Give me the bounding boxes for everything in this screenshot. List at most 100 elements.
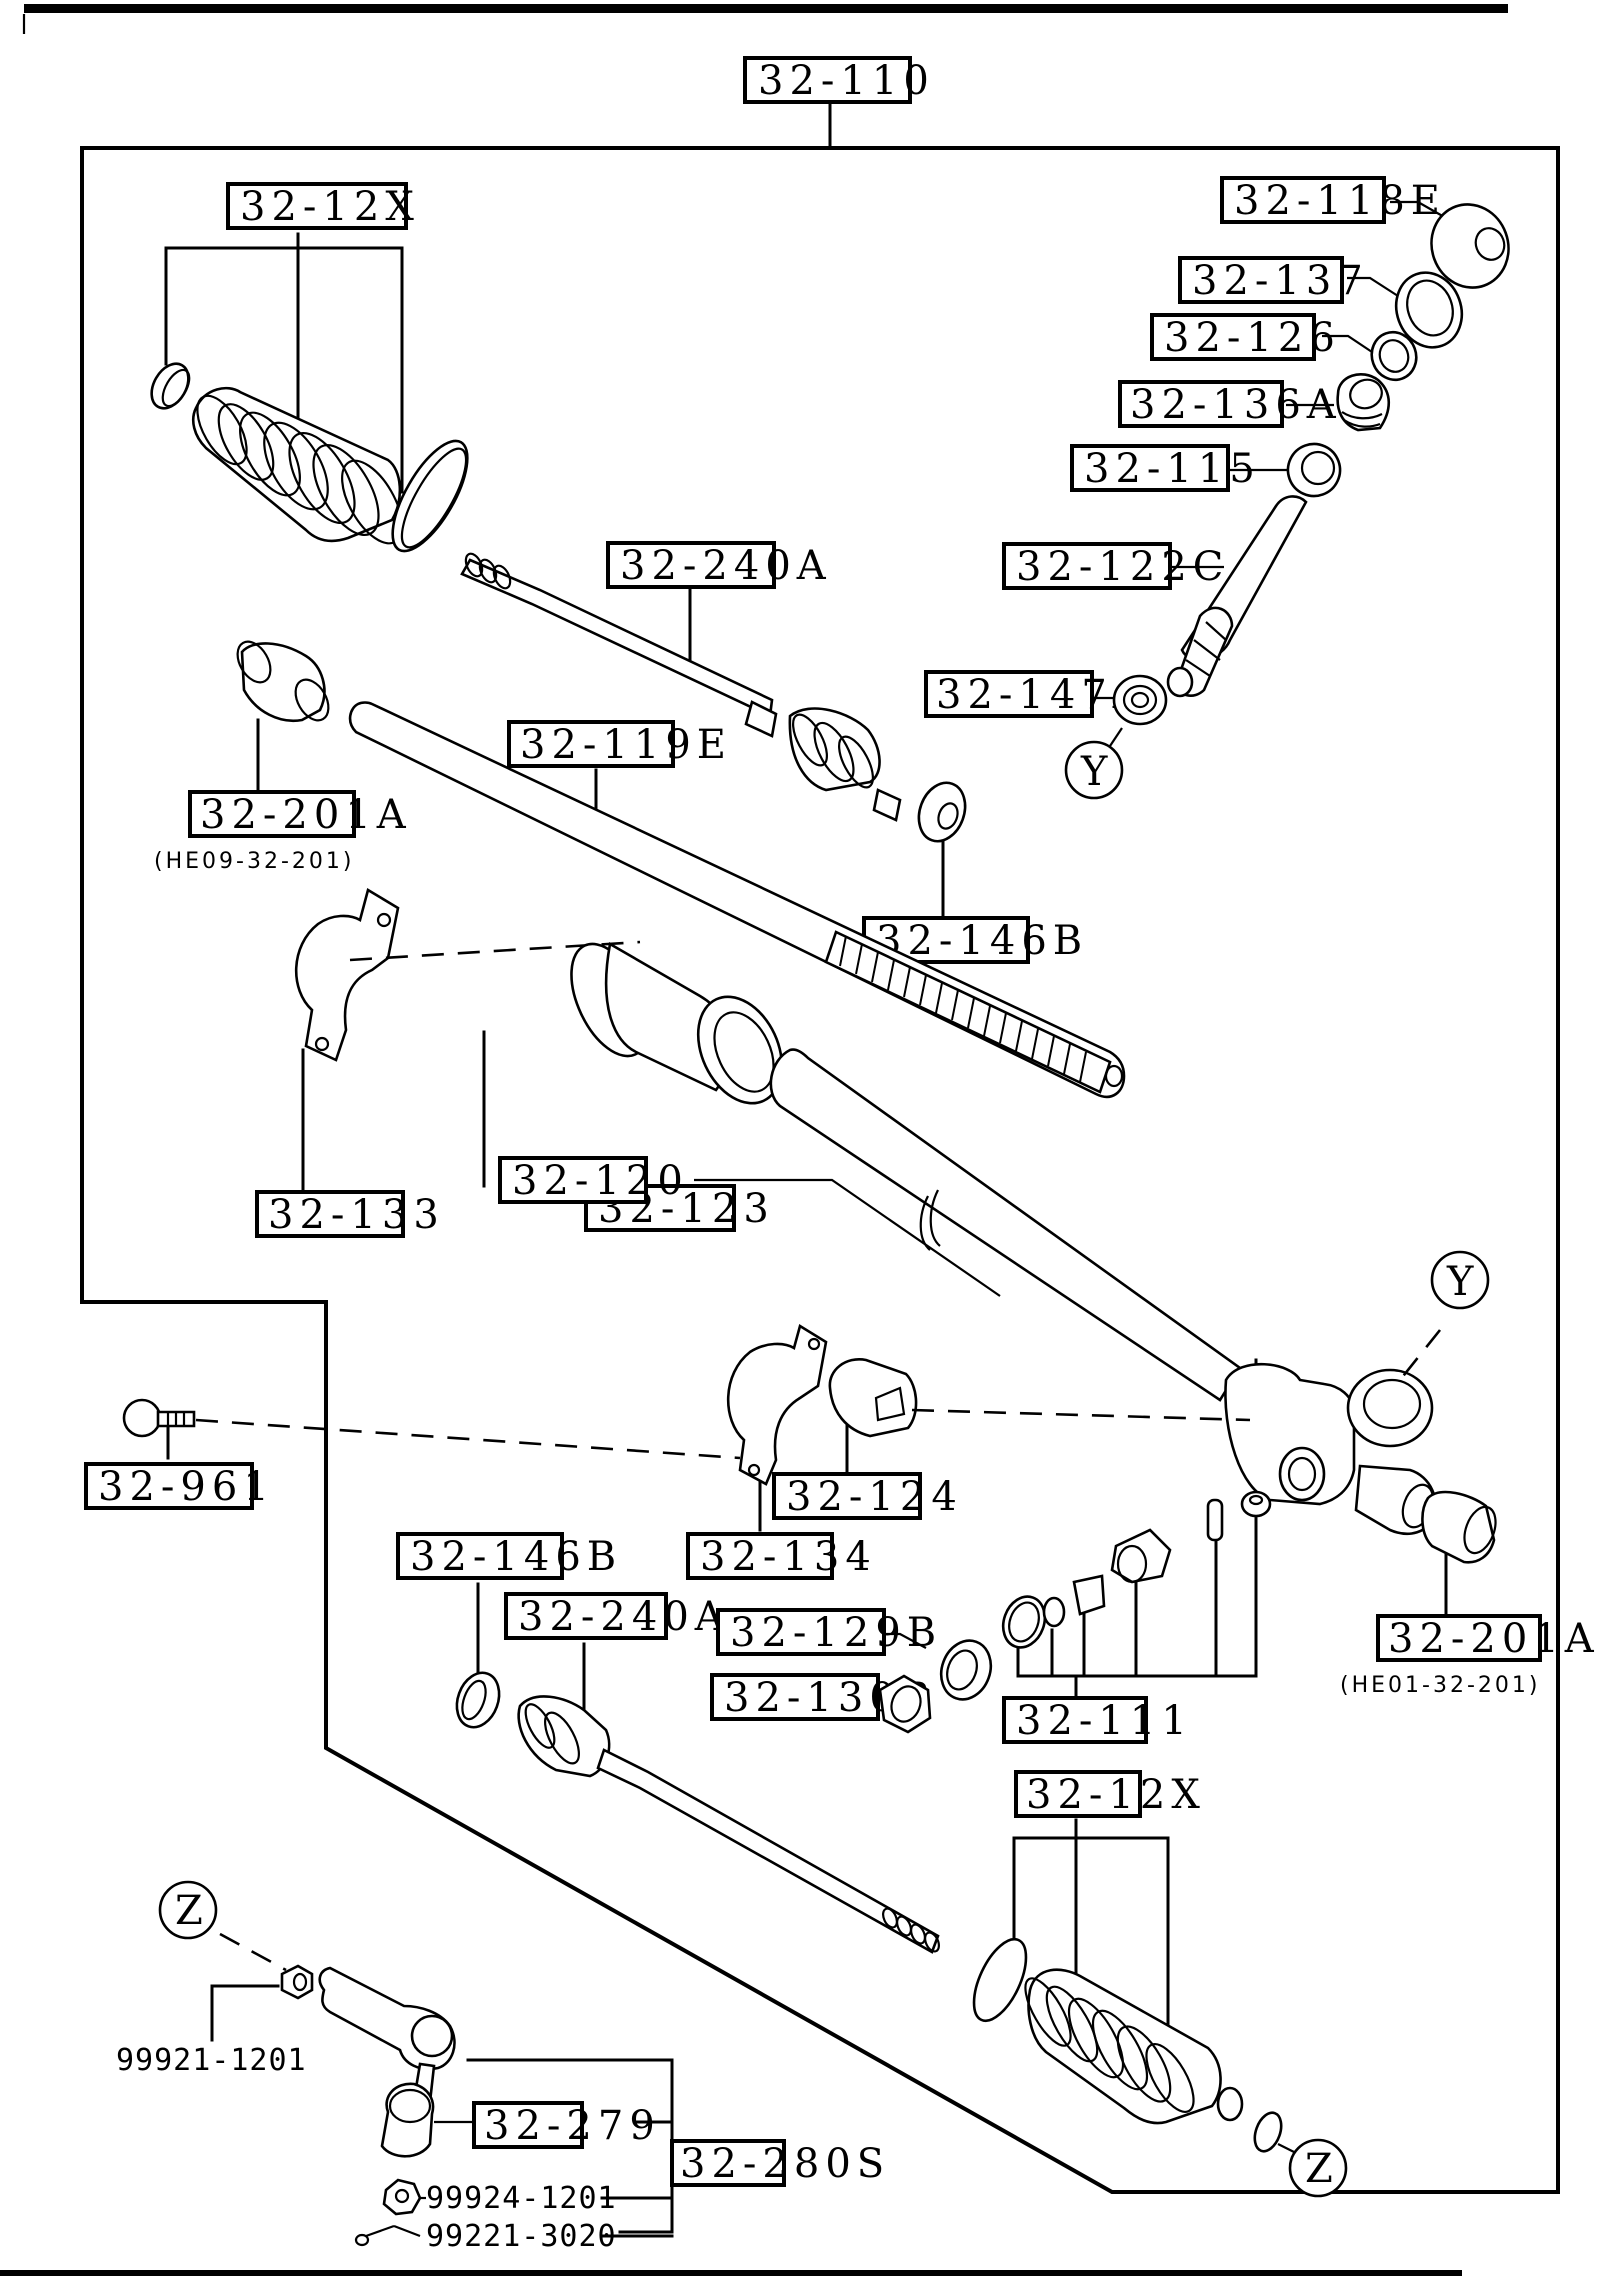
yoke-kit-parts [1001,1490,1272,1649]
label-32-126[interactable]: 32-126 [1150,313,1341,361]
boot-clamp-small-upper [150,362,191,410]
label-32-961[interactable]: 32-961 [84,1462,275,1510]
label-32-280s-tag[interactable]: 32-280S [670,2139,890,2187]
label-text: 32-201A [200,792,412,838]
label-32-147a[interactable]: 32-147A [924,670,1148,718]
rack-bar [348,701,1126,1099]
label-32-133[interactable]: 32-133 [255,1190,445,1238]
tie-rod-upper [460,552,902,822]
label-text: 32-119E [520,722,732,768]
label-text: 32-201A [1388,1616,1600,1662]
label-32-120[interactable]: 32-120 [498,1156,689,1204]
label-text: 32-147A [936,672,1148,718]
bottom-rule [0,2270,1462,2276]
label-32-201a-right-subtitle: (HE01-32-201) [1340,1673,1540,1698]
label-32-115[interactable]: 32-115 [1070,444,1261,492]
callout-z-right[interactable]: Z [1277,2138,1348,2198]
label-32-12x-lower[interactable]: 32-12X [1014,1770,1206,1818]
bolt-961 [122,1398,196,1438]
tie-rod-lower [517,1695,940,1954]
label-text: 32-12X [1026,1772,1206,1818]
label-32-201a-left[interactable]: 32-201A [188,790,412,838]
label-text: 32-133 [268,1192,445,1238]
callout-text: Y [1080,749,1108,795]
castle-nut-99924 [382,2178,422,2216]
label-text: 32-124 [786,1474,963,1520]
leader-118e [1390,200,1447,219]
label-text: 32-134 [700,1534,877,1580]
label-text: 32-126 [1164,315,1341,361]
bellows-boot-lower [1024,1968,1244,2125]
boot-band-large-upper [391,439,469,553]
bellows-boot-upper [192,386,403,545]
label-32-201a-left-subtitle: (HE09-32-201) [154,849,354,874]
leader-129b [886,1632,927,1649]
label-text: 32-146B [410,1534,622,1580]
label-32-110[interactable]: 32-110 [743,56,935,104]
label-32-124[interactable]: 32-124 [772,1472,963,1520]
label-32-134[interactable]: 32-134 [686,1532,877,1580]
label-32-129b[interactable]: 32-129B [716,1608,942,1656]
label-text: 32-110 [758,58,935,104]
mount-clamp-133 [294,887,400,1062]
label-text: 32-240A [620,543,832,589]
washer-146b-upper [917,781,967,843]
top-rule [24,4,1508,13]
label-32-12x-upper[interactable]: 32-12X [226,182,420,230]
dashline-961-134 [195,1418,741,1460]
label-text: 32-111 [1016,1698,1193,1744]
bushing-201a-left [236,640,330,723]
adjust-plug-129b [939,1639,993,1701]
label-99921-1201[interactable]: 99921-1201 [116,2043,307,2078]
label-32-146b-lower[interactable]: 32-146B [396,1532,622,1580]
label-text: 32-120 [512,1158,689,1204]
leader-280s [466,2058,674,2234]
callout-y-upper[interactable]: Y [1064,727,1124,800]
boot-band-large-lower [972,1937,1028,2023]
nut-99921 [280,1964,314,2000]
rack-teeth [839,935,1087,1083]
label-99221-3020[interactable]: 99221-3020 [426,2219,617,2254]
label-32-119e[interactable]: 32-119E [507,720,732,768]
assembly-frame [80,146,1560,2194]
callout-text: Z [1305,2146,1333,2192]
label-32-240a-lower[interactable]: 32-240A [504,1592,730,1640]
bearing-147a [1112,674,1168,726]
plug-136a [1336,373,1391,432]
bushing-201a-right [1421,1490,1497,1564]
label-text: 32-115 [1084,446,1261,492]
label-text: 32-146B [876,918,1088,964]
boot-clamp-small-lower [1253,2111,1283,2153]
washer-146b-lower [455,1671,501,1729]
callout-y-right[interactable]: Y [1398,1250,1490,1381]
label-32-111[interactable]: 32-111 [1002,1696,1193,1744]
rack-housing-tube [769,1048,1242,1402]
label-32-137[interactable]: 32-137 [1178,256,1369,304]
oil-seal-137 [1394,271,1464,349]
gear-housing [1224,1362,1437,1536]
label-text: 32-280S [680,2141,890,2187]
pinion-shaft-122c [1166,495,1308,698]
mount-rubber-124 [828,1358,918,1438]
leader-137 [1347,276,1399,297]
dashline-124-housing [911,1408,1251,1422]
mount-clamp-134 [726,1323,828,1486]
label-text: 32-279 [484,2103,661,2149]
label-text: 32-961 [98,1464,275,1510]
label-text: 32-240A [518,1594,730,1640]
label-32-201a-right[interactable]: 32-201A [1376,1614,1600,1662]
leader-126 [1322,334,1373,353]
bearing-126 [1370,330,1418,382]
label-text: 32-129B [730,1610,942,1656]
mount-rubber-123 [570,941,784,1105]
label-99924-1201[interactable]: 99924-1201 [426,2181,617,2216]
callout-text: Z [175,1888,203,1934]
cotter-pin-99221 [354,2224,421,2247]
label-32-240a-upper[interactable]: 32-240A [606,541,832,589]
dust-boot-279 [380,2082,435,2158]
label-32-279[interactable]: 32-279 [472,2101,661,2149]
dashline-133-123 [349,940,641,962]
callout-z-left[interactable]: Z [158,1880,287,1972]
leader-120 [694,1178,1001,1297]
